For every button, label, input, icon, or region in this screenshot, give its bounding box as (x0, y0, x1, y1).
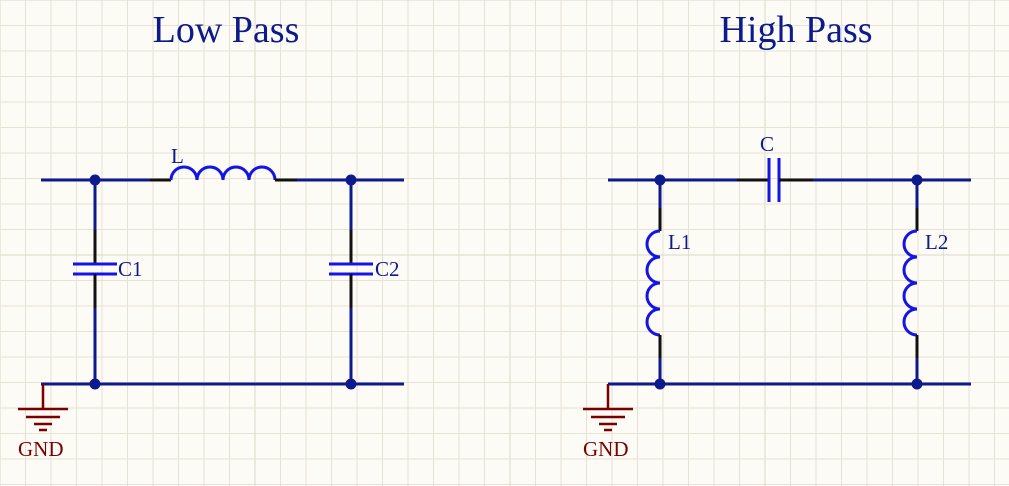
high-pass-capacitor-label: C (760, 132, 774, 156)
high-pass-l2-coil (902, 229, 918, 337)
high-pass-l1-coil (645, 229, 661, 337)
high-pass-junction-bottom-right (911, 378, 923, 390)
high-pass-circuit: High Pass C L1 L2 (583, 9, 971, 461)
low-pass-title: Low Pass (153, 9, 300, 51)
low-pass-junction-top-right (345, 174, 357, 186)
high-pass-l2-label: L2 (925, 230, 948, 254)
high-pass-junction-bottom-left (654, 378, 666, 390)
low-pass-ground-label: GND (18, 437, 64, 461)
low-pass-ground-symbol (18, 384, 68, 432)
high-pass-junction-top-left (654, 174, 666, 186)
low-pass-c1-label: C1 (118, 257, 143, 281)
low-pass-c2-label: C2 (375, 257, 400, 281)
high-pass-ground-symbol (583, 384, 633, 432)
high-pass-l1-label: L1 (668, 230, 691, 254)
high-pass-ground-label: GND (583, 437, 629, 461)
low-pass-junction-bottom-left (89, 378, 101, 390)
low-pass-circuit: Low Pass L C1 C2 (18, 9, 404, 461)
low-pass-junction-top-left (89, 174, 101, 186)
low-pass-inductor-label: L (171, 144, 184, 168)
low-pass-inductor-coil (169, 165, 277, 181)
high-pass-title: High Pass (719, 9, 872, 51)
high-pass-junction-top-right (911, 174, 923, 186)
low-pass-junction-bottom-right (345, 378, 357, 390)
